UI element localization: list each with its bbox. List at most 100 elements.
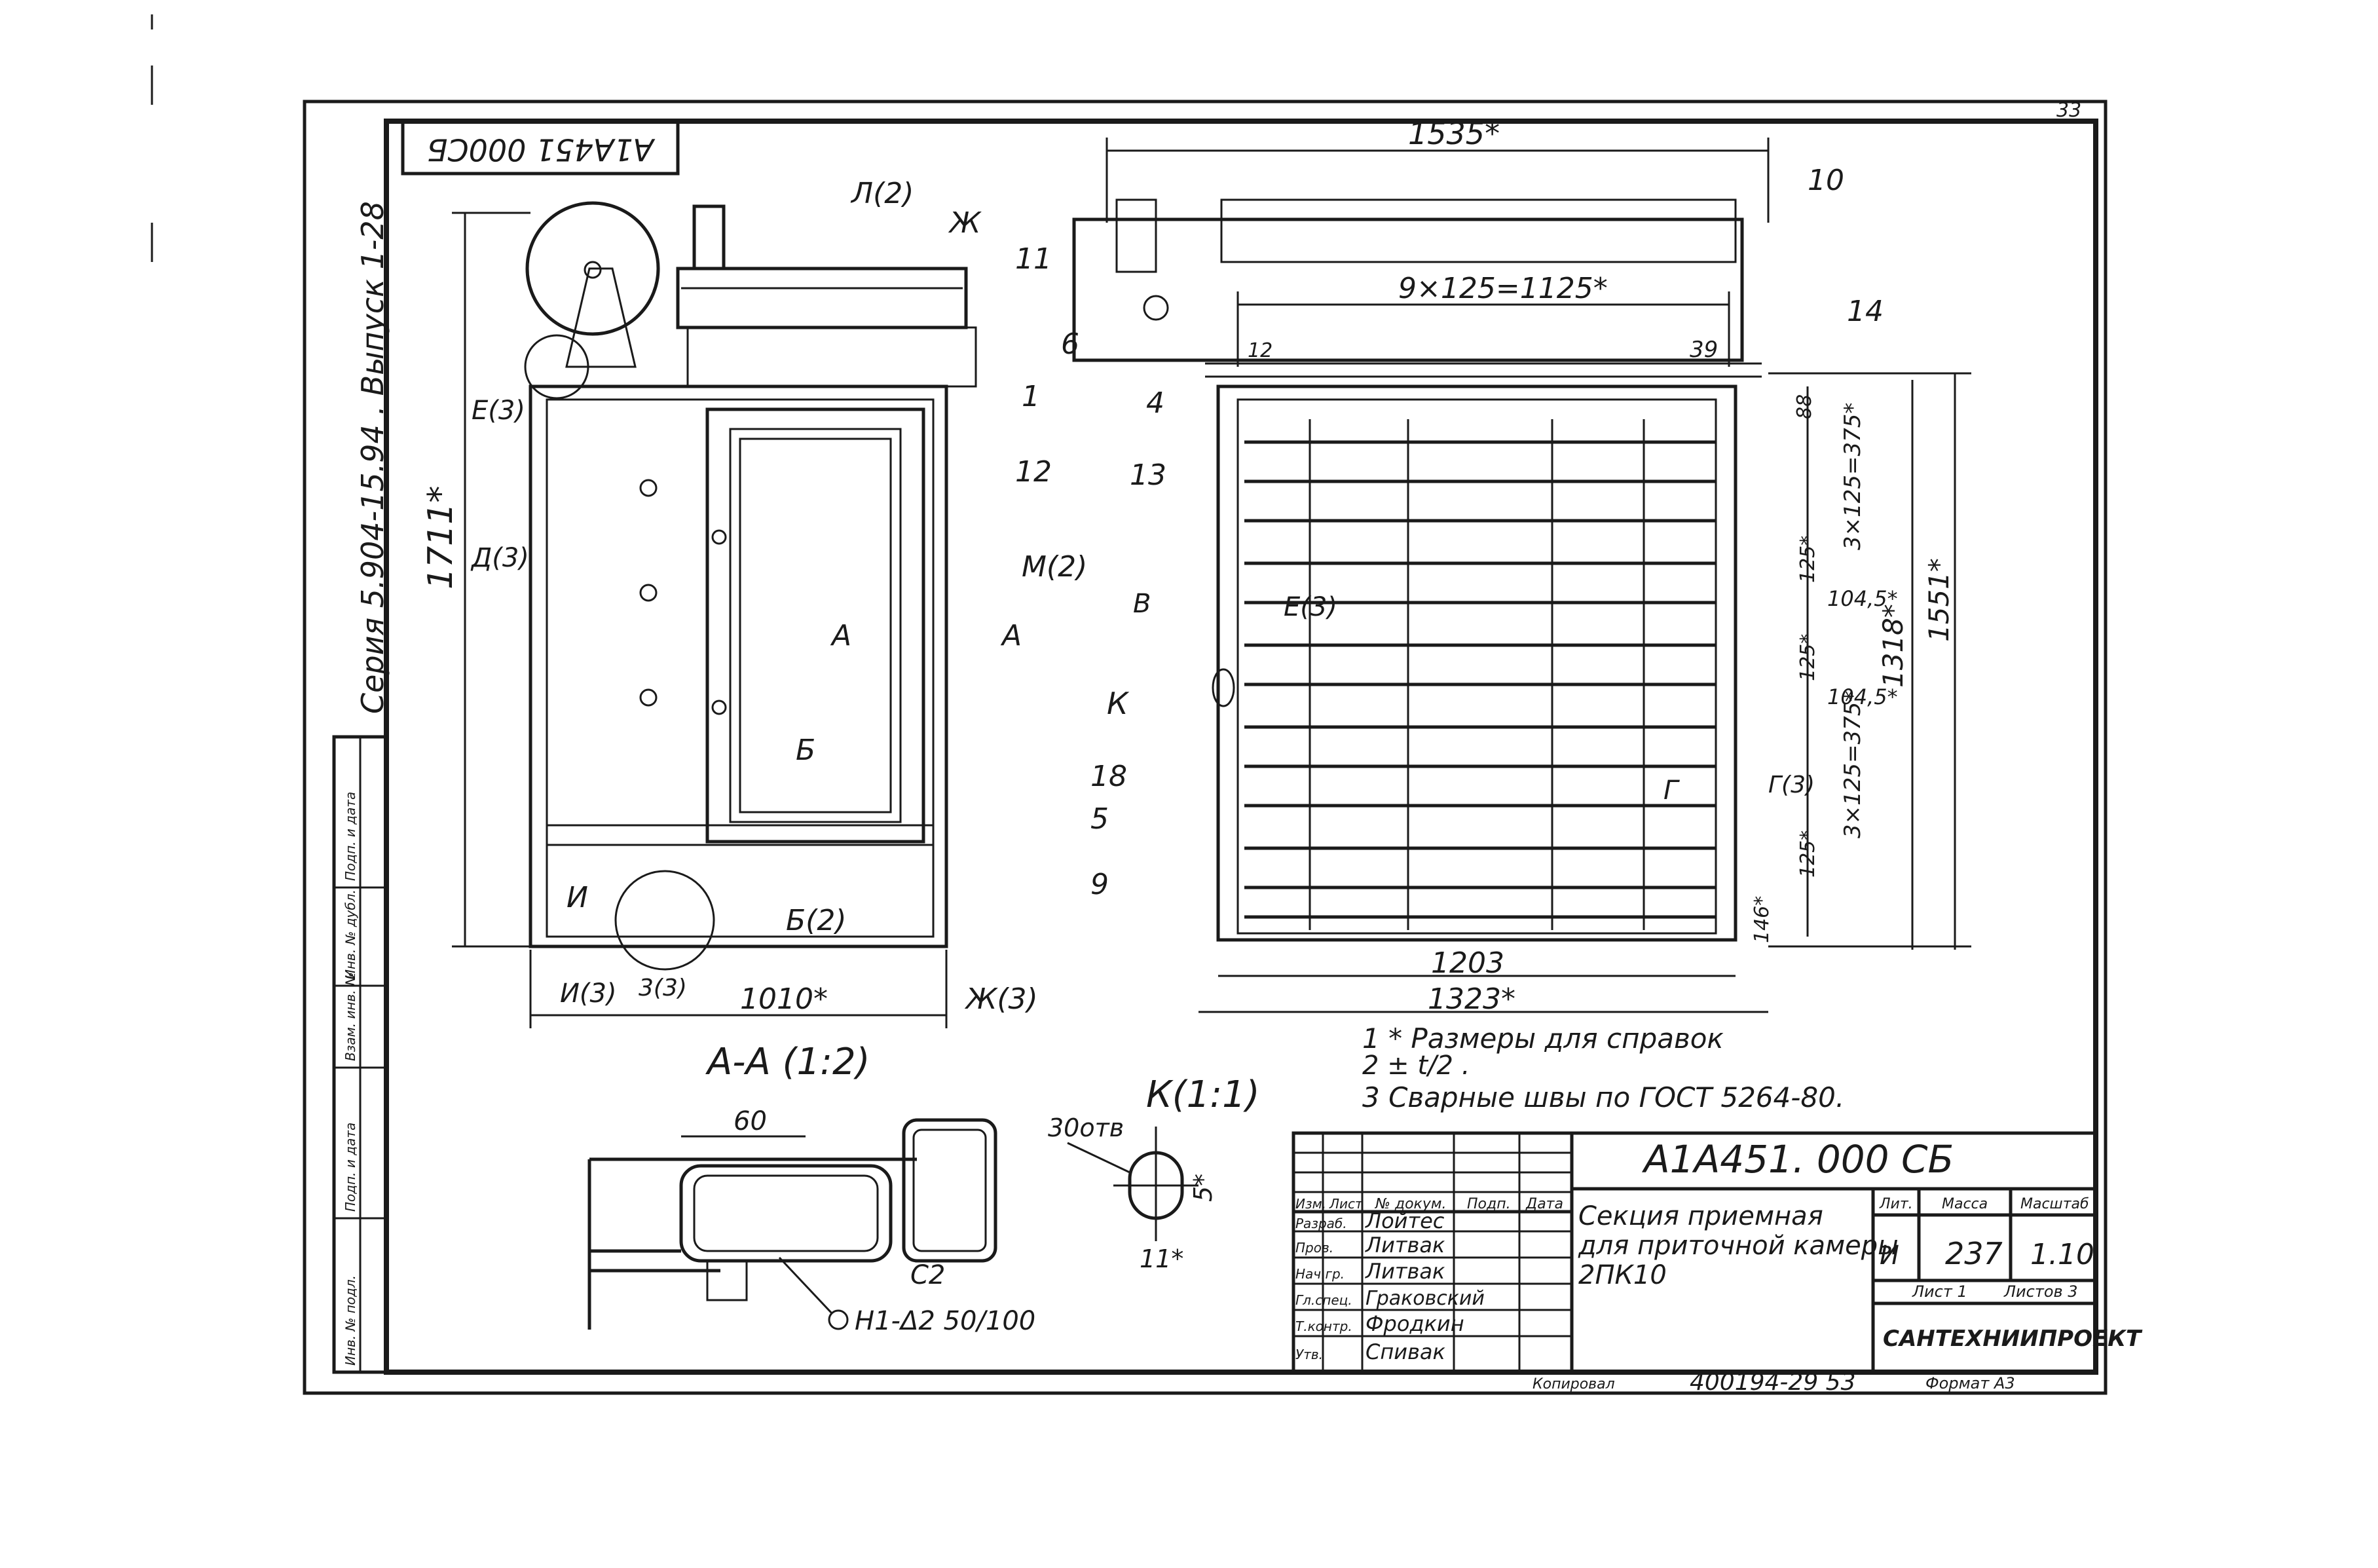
right-view xyxy=(1072,138,1971,1013)
name-0: Лойтес xyxy=(1365,1208,1445,1233)
right-view-dims: 1535* 9×125=1125* 12 39 88 3×125=375* 12… xyxy=(1248,116,1955,1016)
section-aa-callout: Н1-Δ2 50/100 xyxy=(855,1306,1035,1336)
margin-label-1: Инв. № подл. xyxy=(343,1275,358,1366)
detail-k-height: 5* xyxy=(1189,1174,1217,1202)
callout-e3: Е(3) xyxy=(472,396,525,426)
lit-value: И xyxy=(1880,1241,1899,1271)
callout-v: В xyxy=(1133,589,1151,619)
callout-a2: А xyxy=(1000,619,1022,652)
section-aa xyxy=(587,1118,997,1330)
dim-r3: 104,5* xyxy=(1827,586,1898,611)
name-3: Граковский xyxy=(1365,1287,1485,1310)
left-height-dim: 1711* xyxy=(421,486,460,589)
callout-zh3: Ж(3) xyxy=(964,982,1038,1016)
dim-r4: 125* xyxy=(1796,634,1819,681)
dim-r8: 146* xyxy=(1751,896,1774,943)
name-1: Литвак xyxy=(1365,1233,1445,1258)
dim-r6: 3×125=375* xyxy=(1840,691,1866,838)
left-view-callouts: Л(2) Ж 11 1 12 М(2) А А Б Б(2) Е(3) Д(3)… xyxy=(470,177,1087,1016)
hdr-sign: Подп. xyxy=(1467,1196,1511,1212)
margin-label-4: Инв. № дубл. xyxy=(343,889,358,979)
dim-1323: 1323* xyxy=(1428,982,1515,1016)
title-block-roles: Разраб. Лойтес Пров. Литвак Нач.гр. Литв… xyxy=(1295,1208,1485,1364)
sheets-label: Листов 3 xyxy=(2003,1282,2078,1301)
doc-name-line-2: для приточной камеры xyxy=(1578,1231,1899,1261)
callout-5: 5 xyxy=(1090,802,1109,836)
note-2: 2 ± t/2 . xyxy=(1362,1051,1470,1081)
callout-10: 10 xyxy=(1808,164,1844,197)
dim-r1: 3×125=375* xyxy=(1840,403,1866,550)
hdr-doc: № докум. xyxy=(1375,1196,1446,1212)
callout-33: 3(3) xyxy=(639,975,687,1001)
callout-g3: Г(3) xyxy=(1768,772,1815,798)
name-5: Спивак xyxy=(1365,1339,1446,1364)
callout-l2: Л(2) xyxy=(850,177,914,210)
sheet-number: 33 xyxy=(2056,99,2081,122)
section-aa-title: А-А (1:2) xyxy=(705,1041,870,1083)
org-name: САНТЕХНИИПРОЕКТ xyxy=(1883,1326,2143,1352)
dim-1535: 1535* xyxy=(1408,116,1500,151)
callout-4: 4 xyxy=(1146,386,1164,420)
dim-pitch-top: 9×125=1125* xyxy=(1398,272,1608,305)
margin-label-3: Взам. инв. № xyxy=(343,972,358,1061)
dim-1318: 1318* xyxy=(1877,604,1909,688)
dim-39: 39 xyxy=(1690,337,1718,363)
scale-value: 1.10 xyxy=(2030,1238,2094,1271)
note-3: 3 Сварные швы по ГОСТ 5264-80. xyxy=(1362,1081,1844,1113)
lit-header: Лит. xyxy=(1879,1196,1913,1212)
callout-i3: И(3) xyxy=(560,979,617,1009)
dim-r7: 125* xyxy=(1796,831,1819,878)
outer-frame xyxy=(303,100,2108,1395)
margin-label-2: Подп. и дата xyxy=(343,1123,358,1212)
hdr-list: Лист xyxy=(1329,1196,1364,1212)
dim-1203: 1203 xyxy=(1431,946,1504,980)
notes: 1 * Размеры для справок 2 ± t/2 . 3 Свар… xyxy=(1362,1022,1844,1113)
dim-r5: 104,5* xyxy=(1827,684,1898,709)
callout-11: 11 xyxy=(1015,242,1052,276)
section-aa-weld: С2 xyxy=(910,1260,945,1290)
inverted-doc-code: А1А451 000СБ xyxy=(427,132,656,168)
callout-6: 6 xyxy=(1061,327,1079,361)
left-margin-table: Инв. № подл. Подп. и дата Взам. инв. № И… xyxy=(332,735,388,1374)
mass-header: Масса xyxy=(1942,1196,1988,1212)
inverted-stamp: А1А451 000СБ xyxy=(401,119,680,176)
title-block xyxy=(1291,1131,2098,1374)
callout-13: 13 xyxy=(1130,458,1166,492)
role-0: Разраб. xyxy=(1295,1216,1347,1231)
role-3: Гл.спец. xyxy=(1295,1292,1352,1308)
doc-name-line-3: 2ПК10 xyxy=(1578,1260,1667,1290)
role-2: Нач.гр. xyxy=(1295,1266,1345,1282)
callout-d3: Д(3) xyxy=(470,543,529,573)
doc-designation: А1А451. 000 СБ xyxy=(1641,1137,1954,1182)
sheet-label: Лист 1 xyxy=(1912,1282,1967,1301)
callout-e3r: Е(3) xyxy=(1284,592,1337,622)
role-5: Утв. xyxy=(1295,1347,1323,1362)
callout-a1: А xyxy=(830,619,851,652)
name-2: Литвак xyxy=(1365,1259,1445,1284)
detail-k-width: 11* xyxy=(1140,1244,1183,1273)
hdr-izm: Изм. xyxy=(1295,1196,1326,1212)
doc-name-line-1: Секция приемная xyxy=(1578,1201,1823,1231)
callout-18: 18 xyxy=(1090,760,1127,793)
scale-header: Масштаб xyxy=(2020,1196,2089,1212)
detail-k xyxy=(1067,1127,1198,1241)
right-view-callouts: 10 6 14 4 13 В Е(3) К 18 5 9 Г Г(3) xyxy=(1061,164,1884,901)
detail-k-holes: 30отв xyxy=(1048,1113,1124,1142)
dim-12: 12 xyxy=(1248,339,1273,362)
detail-k-title: К(1:1) xyxy=(1146,1073,1260,1116)
mass-value: 237 xyxy=(1945,1236,2003,1271)
left-width-dim: 1010* xyxy=(740,982,828,1016)
series-text: Серия 5.904-15.94 . Выпуск 1-28 xyxy=(355,201,390,714)
section-aa-dim: 60 xyxy=(734,1106,767,1136)
hdr-date: Дата xyxy=(1525,1196,1563,1212)
role-1: Пров. xyxy=(1295,1240,1333,1256)
callout-12: 12 xyxy=(1015,455,1052,489)
callout-9: 9 xyxy=(1090,868,1109,901)
callout-b: Б xyxy=(796,734,815,767)
callout-k: К xyxy=(1107,686,1130,721)
margin-label-5: Подп. и дата xyxy=(343,792,358,881)
dim-r2: 125* xyxy=(1796,536,1819,583)
callout-14: 14 xyxy=(1847,295,1884,328)
footer-order: 400194-29 53 xyxy=(1690,1369,1855,1396)
